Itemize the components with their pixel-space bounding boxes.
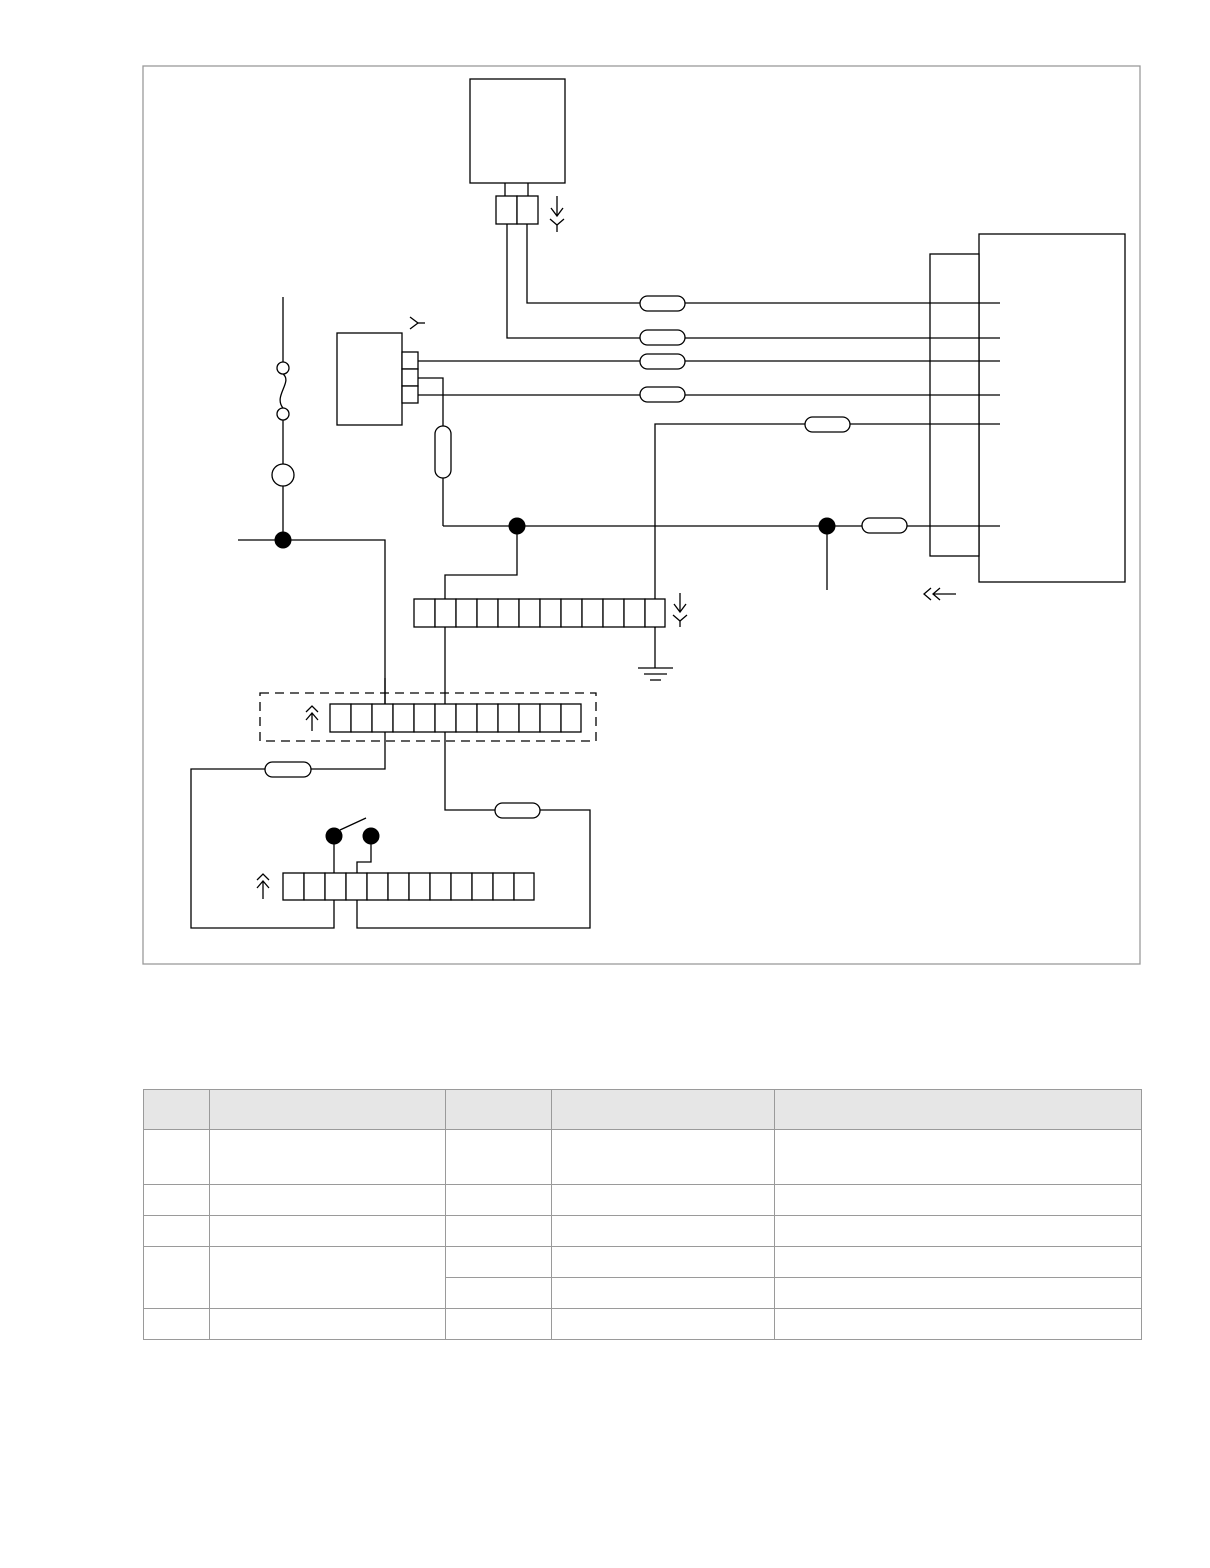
table-cell <box>551 1129 775 1185</box>
table-cell <box>143 1215 210 1247</box>
wire-label <box>639 329 686 346</box>
connector-arrow-down-icon <box>672 593 688 627</box>
wire-label <box>861 517 908 534</box>
wire-label <box>264 761 312 778</box>
table-cell <box>143 1246 210 1309</box>
table-cell <box>143 1308 210 1340</box>
left-connector <box>401 351 419 404</box>
table-row <box>143 1184 1142 1216</box>
table-row <box>143 1215 1142 1247</box>
wire-label <box>639 353 686 370</box>
junction-node <box>274 531 292 549</box>
top-component <box>469 78 566 184</box>
table-header-cell <box>445 1089 552 1130</box>
table-cell <box>774 1215 1142 1247</box>
table-cell <box>774 1277 1142 1309</box>
control-unit-connector <box>929 253 980 557</box>
ground-icon <box>638 667 673 681</box>
table-cell <box>774 1308 1142 1340</box>
lamp <box>271 463 295 487</box>
shield-outline <box>259 692 597 742</box>
wire-label <box>434 425 452 479</box>
table-row <box>143 1129 1142 1185</box>
connector-arrow-down-icon <box>549 196 565 232</box>
table-cell <box>209 1129 446 1185</box>
connector-arrow-up-icon <box>305 705 319 731</box>
table-cell <box>445 1184 552 1216</box>
table-header-cell <box>551 1089 775 1130</box>
wiring-diagram <box>142 65 1141 965</box>
table-cell <box>774 1184 1142 1216</box>
table-cell <box>445 1308 552 1340</box>
connector-y-icon <box>409 316 425 330</box>
table-row <box>143 1308 1142 1340</box>
table-header-cell <box>774 1089 1142 1130</box>
table-cell <box>209 1215 446 1247</box>
left-component <box>336 332 403 426</box>
table-row <box>144 1277 1142 1309</box>
diagram-frame <box>142 65 1141 965</box>
shielded-connector <box>329 703 582 733</box>
bottom-connector <box>282 872 535 901</box>
table-cell <box>551 1215 775 1247</box>
table-cell <box>774 1129 1142 1185</box>
table-header-cell <box>143 1089 210 1130</box>
table-cell <box>445 1277 552 1309</box>
top-connector <box>495 195 539 225</box>
table-cell <box>551 1184 775 1216</box>
connector-arrow-left-icon <box>923 587 956 601</box>
table-cell <box>209 1308 446 1340</box>
control-unit <box>978 233 1126 583</box>
table-cell <box>551 1246 775 1278</box>
wire-label <box>494 802 541 819</box>
fuse <box>276 361 290 421</box>
table-header-row <box>143 1089 1142 1130</box>
table-cell <box>143 1184 210 1216</box>
table-cell <box>445 1129 552 1185</box>
table-cell <box>209 1184 446 1216</box>
table-cell <box>143 1129 210 1185</box>
wire-label <box>639 386 686 403</box>
table-cell <box>551 1277 775 1309</box>
switch <box>325 817 380 873</box>
wire-label <box>804 416 851 433</box>
table-cell <box>551 1308 775 1340</box>
table-row <box>143 1246 1142 1309</box>
table-cell <box>445 1215 552 1247</box>
table-header-cell <box>209 1089 446 1130</box>
wire-label <box>639 295 686 312</box>
table-cell <box>774 1246 1142 1278</box>
spec-table <box>143 1089 1142 1340</box>
connector-arrow-up-icon <box>256 873 270 899</box>
table-cell <box>209 1246 446 1309</box>
table-cell <box>445 1246 552 1278</box>
middle-connector <box>413 598 666 628</box>
